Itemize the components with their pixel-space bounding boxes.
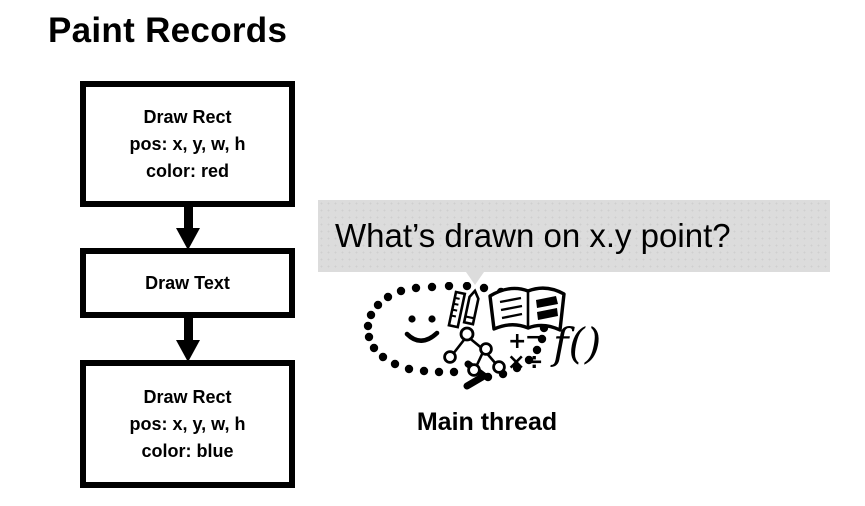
record-line: Draw Text	[145, 272, 230, 293]
record-line: pos: x, y, w, h	[129, 413, 246, 434]
main-thread-label: Main thread	[416, 408, 558, 436]
pencil-icon	[462, 288, 480, 326]
record-line: Draw Rect	[143, 106, 232, 127]
svg-text:÷: ÷	[525, 350, 543, 375]
svg-text:−: −	[525, 325, 543, 350]
record-line: color: blue	[141, 440, 234, 461]
arrow-head	[176, 228, 200, 250]
arrow-head	[176, 340, 200, 362]
smiley-face-icon	[404, 315, 440, 344]
record-line: pos: x, y, w, h	[129, 133, 246, 154]
paint-record-box-draw-text: Draw Text	[80, 248, 295, 318]
open-book-icon	[488, 286, 566, 332]
flow-arrow-down-icon	[176, 316, 200, 362]
ruler-icon	[447, 290, 467, 329]
callout-tail	[466, 272, 484, 285]
record-line: color: red	[145, 160, 229, 181]
math-operators-icon: + − × ÷	[507, 325, 543, 375]
question-callout-text: What’s drawn on x.y point?	[335, 217, 731, 254]
page-title: Paint Records	[48, 11, 288, 50]
main-thread-illustration: + − × ÷ f()	[360, 282, 610, 394]
svg-text:+: +	[508, 329, 526, 354]
function-notation-icon: f()	[550, 319, 601, 368]
arrow-shaft	[184, 316, 193, 344]
arrow-shaft	[184, 205, 193, 232]
paint-record-box-draw-rect-blue: Draw Rect pos: x, y, w, h color: blue	[80, 360, 295, 488]
svg-text:f(): f()	[550, 319, 601, 368]
flow-arrow-down-icon	[176, 205, 200, 250]
question-callout-bubble: What’s drawn on x.y point?	[318, 200, 830, 272]
record-line: Draw Rect	[143, 386, 232, 407]
tree-diagram-icon	[443, 326, 506, 377]
svg-text:×: ×	[507, 350, 525, 375]
paint-record-box-draw-rect-red: Draw Rect pos: x, y, w, h color: red	[80, 81, 295, 207]
